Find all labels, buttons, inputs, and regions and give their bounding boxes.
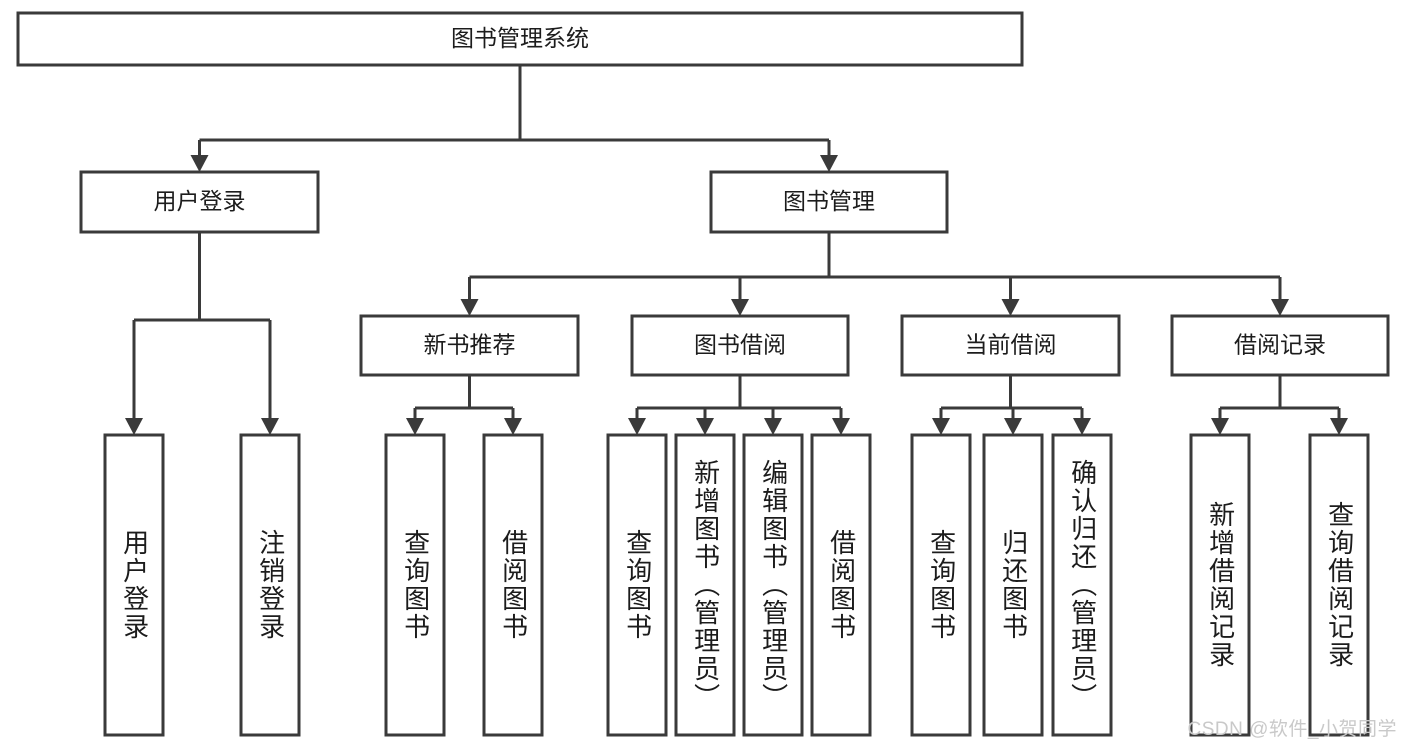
node-box-root[interactable] (16, 11, 1024, 67)
node-box-user-login[interactable] (79, 170, 320, 234)
node-label-borrow-record: 借阅记录 (1234, 332, 1326, 358)
node-label-root: 图书管理系统 (451, 25, 589, 51)
arrow-to-leaf-query-record (1330, 418, 1348, 435)
arrow-to-user-login (190, 155, 209, 172)
arrow-to-leaf-query-book-3 (932, 418, 950, 435)
node-box-book-borrow[interactable] (630, 314, 850, 377)
arrow-to-leaf-logout (261, 418, 279, 435)
arrow-to-book-manage (820, 155, 838, 172)
node-label-book-manage: 图书管理 (783, 188, 875, 214)
arrow-to-new-book-recommend (460, 299, 479, 316)
node-box-current-borrow[interactable] (900, 314, 1121, 377)
node-box-book-manage[interactable] (709, 170, 949, 234)
leaf-box-leaf-borrow-book-1[interactable] (482, 433, 544, 737)
node-label-book-borrow: 图书借阅 (694, 332, 786, 358)
node-label-new-book-recommend: 新书推荐 (424, 332, 516, 358)
leaf-box-leaf-borrow-book-2[interactable] (810, 433, 872, 737)
leaf-box-leaf-query-book-2[interactable] (606, 433, 668, 737)
leaf-box-leaf-confirm-return[interactable] (1051, 433, 1113, 737)
arrow-to-leaf-add-book (696, 418, 714, 435)
leaf-box-leaf-query-book-3[interactable] (910, 433, 972, 737)
csdn-watermark: CSDN @软件_小贺同学 (1187, 719, 1397, 740)
leaf-box-leaf-query-record[interactable] (1308, 433, 1370, 737)
arrow-to-leaf-query-book-1 (406, 418, 424, 435)
node-label-user-login: 用户登录 (154, 188, 246, 214)
node-box-new-book-recommend[interactable] (359, 314, 580, 377)
leaf-box-leaf-return-book[interactable] (982, 433, 1044, 737)
node-label-current-borrow: 当前借阅 (965, 332, 1057, 358)
arrow-to-book-borrow (731, 299, 749, 316)
arrow-to-leaf-borrow-book-1 (504, 418, 522, 435)
leaf-box-leaf-edit-book[interactable] (742, 433, 804, 737)
leaf-box-leaf-add-record[interactable] (1189, 433, 1251, 737)
arrow-to-current-borrow (1001, 299, 1020, 316)
leaf-box-leaf-add-book[interactable] (674, 433, 736, 737)
leaf-box-leaf-query-book-1[interactable] (384, 433, 446, 737)
leaf-box-leaf-user-login[interactable] (103, 433, 165, 737)
arrow-to-leaf-edit-book (764, 418, 782, 435)
arrow-to-leaf-user-login (125, 418, 143, 435)
arrow-to-borrow-record (1271, 299, 1289, 316)
node-box-borrow-record[interactable] (1170, 314, 1390, 377)
arrow-to-leaf-add-record (1211, 418, 1229, 435)
arrow-to-leaf-borrow-book-2 (832, 418, 850, 435)
connector-layer (125, 65, 1348, 435)
arrow-to-leaf-query-book-2 (628, 418, 646, 435)
arrow-to-leaf-confirm-return (1073, 418, 1091, 435)
arrow-to-leaf-return-book (1004, 418, 1022, 435)
leaf-box-leaf-logout[interactable] (239, 433, 301, 737)
